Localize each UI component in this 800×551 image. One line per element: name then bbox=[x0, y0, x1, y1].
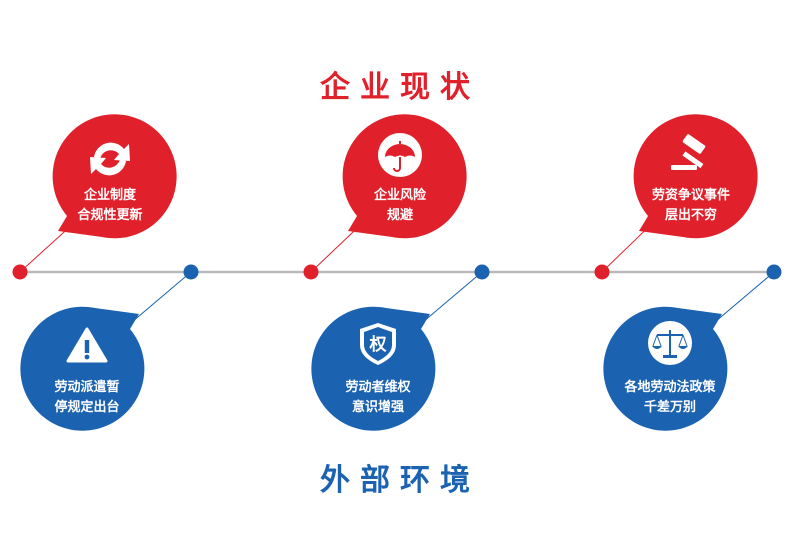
bubble-bottom-1 bbox=[20, 306, 145, 431]
bubble-bottom-3 bbox=[603, 306, 728, 431]
timeline-dot-blue-2 bbox=[474, 264, 490, 280]
node-top-2: 企业风险 规避 bbox=[342, 114, 467, 239]
node-top-2-line-2: 规避 bbox=[387, 207, 413, 223]
node-bottom-3: 各地劳动法政策 千差万别 bbox=[603, 306, 728, 431]
timeline-dot-blue-3 bbox=[766, 264, 782, 280]
umbrella-icon bbox=[378, 133, 422, 177]
node-bottom-1-line-1: 劳动派遣暂 bbox=[54, 379, 119, 395]
timeline-dot-red-3 bbox=[594, 264, 610, 280]
node-bottom-2-line-1: 劳动者维权 bbox=[345, 379, 411, 395]
node-bottom-1: 劳动派遣暂 停规定出台 bbox=[20, 306, 145, 431]
node-bottom-2: 权 劳动者维权 意识增强 bbox=[311, 306, 436, 431]
refresh-icon bbox=[90, 142, 130, 176]
connector-bottom-1 bbox=[131, 271, 192, 323]
node-bottom-3-line-1: 各地劳动法政策 bbox=[623, 379, 716, 395]
bubble-top-1 bbox=[52, 114, 177, 239]
node-bottom-3-line-2: 千差万别 bbox=[644, 399, 696, 415]
node-top-1-line-2: 合规性更新 bbox=[77, 207, 142, 223]
timeline-dot-blue-1 bbox=[183, 264, 199, 280]
node-top-3-line-2: 层出不穷 bbox=[665, 207, 717, 223]
node-top-1: 企业制度 合规性更新 bbox=[52, 114, 177, 239]
shield-quan-glyph: 权 bbox=[369, 334, 388, 355]
node-top-1-line-1: 企业制度 bbox=[83, 187, 137, 203]
timeline-dot-red-2 bbox=[303, 264, 319, 280]
node-top-3-line-1: 劳资争议事件 bbox=[652, 187, 730, 203]
heading-company-status: 企业现状 bbox=[320, 70, 480, 105]
heading-external-environment: 外部环境 bbox=[320, 463, 480, 498]
bubble-top-3 bbox=[633, 114, 758, 239]
timeline-dot-red-1 bbox=[12, 264, 28, 280]
node-bottom-2-line-2: 意识增强 bbox=[352, 399, 404, 415]
node-bottom-1-line-2: 停规定出台 bbox=[54, 399, 119, 415]
connector-bottom-3 bbox=[714, 271, 775, 323]
bubble-bottom-2 bbox=[311, 306, 436, 431]
warning-icon bbox=[66, 327, 108, 363]
connector-bottom-2 bbox=[422, 271, 483, 323]
shield-quan-icon: 权 bbox=[360, 323, 396, 365]
gavel-icon bbox=[671, 134, 706, 170]
node-top-3: 劳资争议事件 层出不穷 bbox=[633, 114, 758, 239]
scale-icon bbox=[648, 321, 692, 365]
node-top-2-line-1: 企业风险 bbox=[373, 187, 427, 203]
